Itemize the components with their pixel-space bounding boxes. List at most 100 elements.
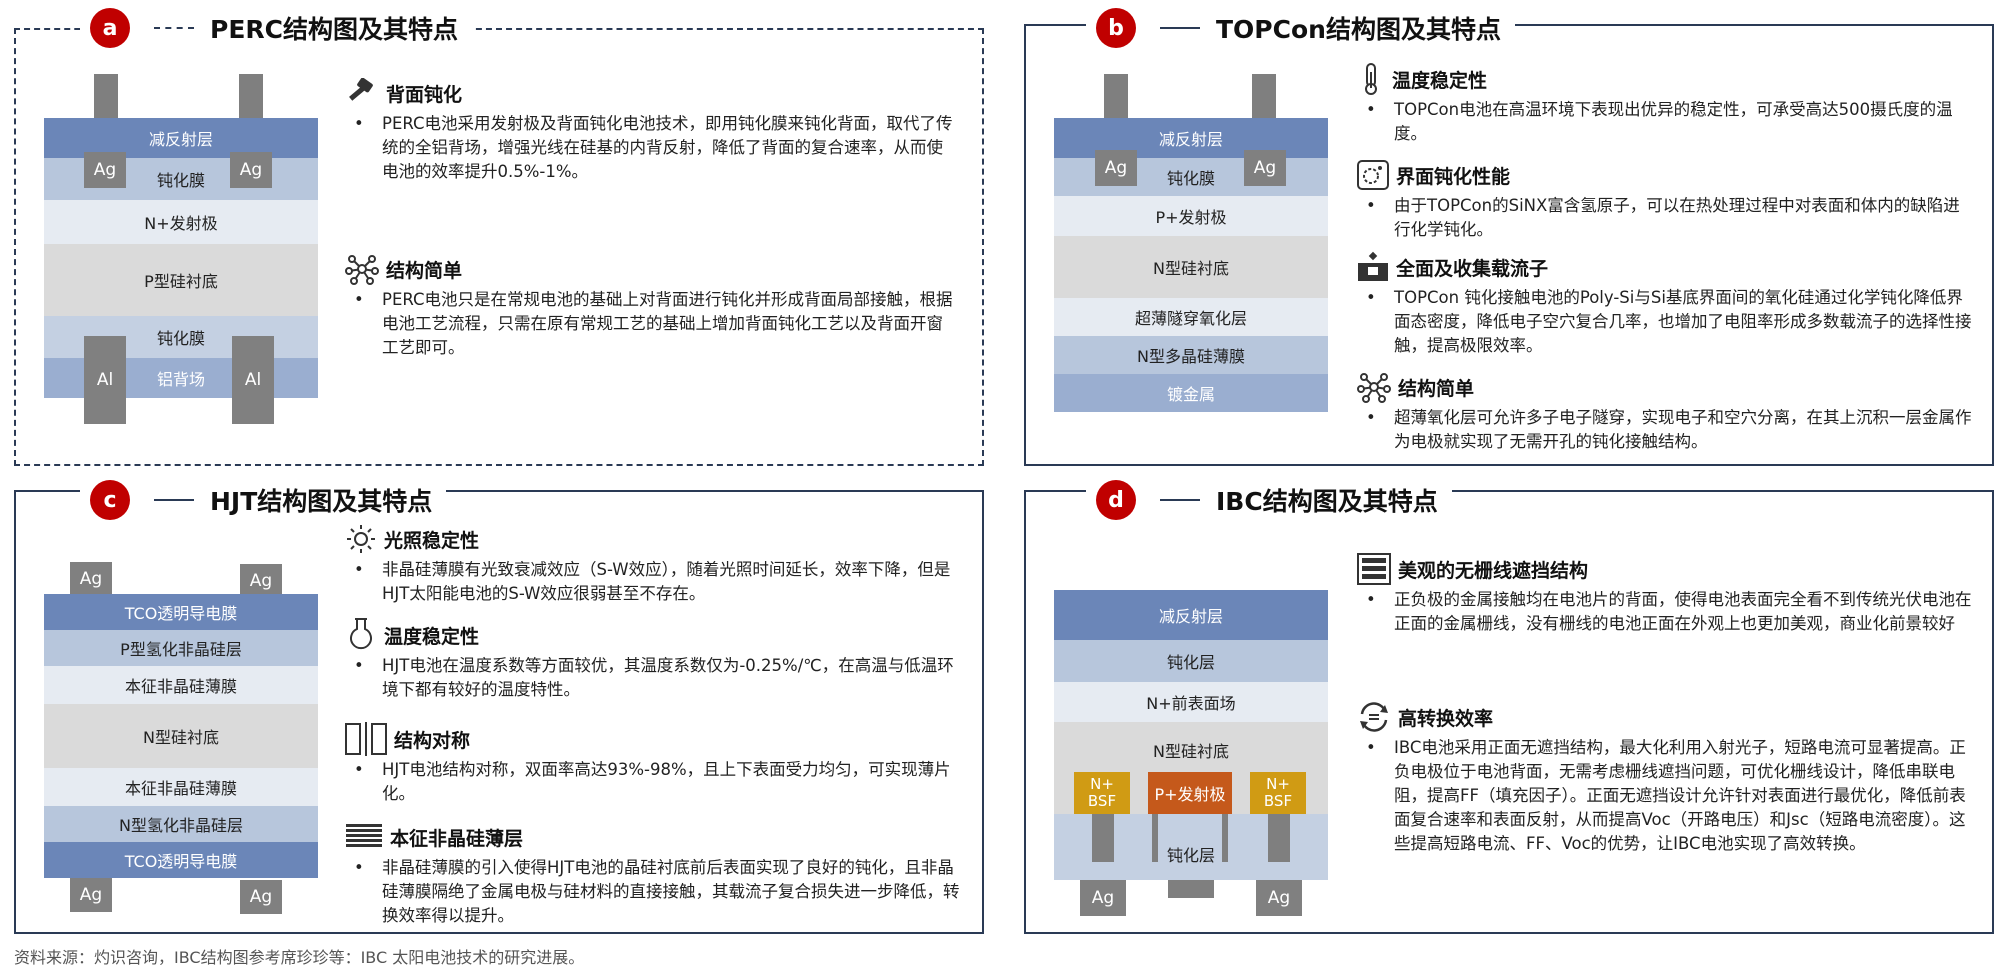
panel-badge-a: a bbox=[90, 8, 130, 48]
feature-title: 高转换效率 bbox=[1398, 707, 1494, 730]
rear-contact bbox=[1222, 814, 1228, 862]
layer-passivation: 钝化层 bbox=[1054, 640, 1328, 682]
layer-arc: 减反射层 bbox=[1054, 590, 1328, 640]
topcon-feature-4: 结构简单 •超薄氧化层可允许多子电子隧穿，实现电子和空穴分离，在其上沉积一层金属… bbox=[1356, 370, 1976, 454]
feature-text: HJT电池结构对称，双面率高达93%-98%，且上下表面受力均匀，可实现薄片化。 bbox=[382, 760, 951, 803]
layer-substrate: P型硅衬底 bbox=[44, 244, 318, 316]
feature-text: 非晶硅薄膜的引入使得HJT电池的晶硅衬底前后表面实现了良好的钝化，且非晶硅薄膜隔… bbox=[382, 858, 960, 925]
panel-badge-d: d bbox=[1096, 480, 1136, 520]
layer-tco-top: TCO透明导电膜 bbox=[44, 594, 318, 630]
layer-i-asi-bottom: 本征非晶硅薄膜 bbox=[44, 768, 318, 806]
ibc-feature-2: 高转换效率 • IBC电池采用正面无遮挡结构，最大化利用入射光子，短路电流可显著提… bbox=[1356, 700, 1976, 856]
collect-icon bbox=[1358, 251, 1388, 281]
source-note: 资料来源：灼识咨询，IBC结构图参考席珍珍等：IBC 太阳电池技术的研究进展。 bbox=[14, 948, 585, 967]
panel-title-a: PERC结构图及其特点 bbox=[210, 15, 458, 44]
layer-substrate: N型硅衬底 bbox=[1054, 236, 1328, 298]
feature-title: 结构简单 bbox=[1398, 377, 1475, 400]
feature-title: 全面及收集载流子 bbox=[1396, 257, 1549, 280]
layer-i-asi-top: 本征非晶硅薄膜 bbox=[44, 666, 318, 704]
ibc-feature-1: 美观的无栅线遮挡结构 • 正负极的金属接触均在电池片的背面，使得电池表面完全看不到… bbox=[1356, 552, 1976, 636]
ag-electrode: Ag bbox=[240, 564, 282, 598]
topcon-feature-1: 温度稳定性 • TOPCon电池在高温环境下表现出优异的稳定性，可承受高达500摄… bbox=[1356, 62, 1976, 146]
substrate-label: N型硅衬底 bbox=[1153, 742, 1229, 761]
ag-electrode: Ag bbox=[1095, 150, 1137, 186]
front-finger bbox=[94, 74, 118, 120]
layer-metal: 镀金属 bbox=[1054, 374, 1328, 412]
title-divider bbox=[1160, 499, 1200, 501]
ag-electrode: Ag bbox=[70, 878, 112, 912]
front-finger bbox=[239, 74, 263, 120]
panel-badge-c: c bbox=[90, 480, 130, 520]
rear-contact bbox=[1268, 814, 1290, 862]
layer-substrate: N型硅衬底 bbox=[44, 704, 318, 768]
ag-electrode: Ag bbox=[1080, 880, 1126, 916]
bullet-dot: • bbox=[1366, 100, 1376, 119]
n-bsf-label: N+ BSF bbox=[1263, 775, 1293, 810]
hammer-icon bbox=[349, 78, 373, 101]
layer-n-asi: N型氢化非晶硅层 bbox=[44, 806, 318, 842]
feature-text: 正负极的金属接触均在电池片的背面，使得电池表面完全看不到传统光伏电池在正面的金属… bbox=[1394, 590, 1972, 633]
bullet-dot: • bbox=[354, 858, 364, 877]
title-divider bbox=[154, 499, 194, 501]
panel-ibc-title: d IBC结构图及其特点 bbox=[1086, 478, 1452, 522]
layer-emitter: N+发射极 bbox=[44, 200, 318, 244]
layer-fsf: N+前表面场 bbox=[1054, 682, 1328, 722]
ag-electrode: Ag bbox=[1256, 880, 1302, 916]
hjt-feature-2: 温度稳定性 •HJT电池在温度系数等方面较优，其温度系数仅为-0.25%/℃，在… bbox=[344, 618, 964, 702]
front-finger bbox=[1252, 74, 1276, 120]
bullet-dot: • bbox=[354, 560, 364, 579]
rear-passivation-label: 钝化层 bbox=[1166, 846, 1215, 865]
interface-icon bbox=[1357, 160, 1389, 190]
al-electrode: Al bbox=[84, 336, 126, 424]
feature-text: PERC电池只是在常规电池的基础上对背面进行钝化并形成背面局部接触，根据电池工艺… bbox=[382, 290, 953, 357]
hjt-feature-3: 结构对称 •HJT电池结构对称，双面率高达93%-98%，且上下表面受力均匀，可… bbox=[344, 722, 964, 806]
perc-feature-1: 背面钝化 •PERC电池采用发射极及背面钝化电池技术，即用钝化膜来钝化背面，取代… bbox=[344, 76, 954, 184]
bullet-dot: • bbox=[1366, 738, 1376, 757]
network-icon bbox=[345, 255, 379, 285]
ag-electrode: Ag bbox=[240, 880, 282, 914]
hjt-feature-4: 本征非晶硅薄层 • 非晶硅薄膜的引入使得HJT电池的晶硅衬底前后表面实现了良好的钝… bbox=[344, 820, 964, 928]
feature-text: IBC电池采用正面无遮挡结构，最大化利用入射光子，短路电流可显著提高。正负电极位… bbox=[1394, 738, 1966, 853]
feature-title: 光照稳定性 bbox=[384, 529, 480, 552]
feature-title: 温度稳定性 bbox=[384, 625, 480, 648]
feature-title: 温度稳定性 bbox=[1392, 69, 1488, 92]
panel-title-d: IBC结构图及其特点 bbox=[1216, 487, 1438, 516]
panel-title-c: HJT结构图及其特点 bbox=[210, 487, 433, 516]
layer-poly-si: N型多晶硅薄膜 bbox=[1054, 336, 1328, 374]
feature-text: 非晶硅薄膜有光致衰减效应（S-W效应），随着光照时间延长，效率下降，但是HJT太… bbox=[382, 560, 951, 603]
bullet-dot: • bbox=[354, 290, 364, 309]
network-icon bbox=[1357, 373, 1391, 403]
n-bsf-region: N+ BSF bbox=[1250, 772, 1306, 814]
bullet-dot: • bbox=[354, 114, 364, 133]
panel-badge-b: b bbox=[1096, 8, 1136, 48]
flask-icon bbox=[350, 618, 372, 650]
feature-text: TOPCon 钝化接触电池的Poly-Si与Si基底界面间的氧化硅通过化学钝化降… bbox=[1394, 288, 1972, 355]
feature-title: 美观的无栅线遮挡结构 bbox=[1398, 559, 1589, 582]
feature-text: TOPCon电池在高温环境下表现出优异的稳定性，可承受高达500摄氏度的温度。 bbox=[1394, 100, 1953, 143]
feature-title: 结构对称 bbox=[394, 729, 471, 752]
ag-electrode: Ag bbox=[70, 562, 112, 596]
rear-contact bbox=[1152, 814, 1158, 862]
title-divider bbox=[154, 27, 194, 29]
perc-feature-2: 结构简单 •PERC电池只是在常规电池的基础上对背面进行钝化并形成背面局部接触，… bbox=[344, 252, 954, 360]
sun-icon bbox=[347, 525, 375, 553]
layer-p-asi: P型氢化非晶硅层 bbox=[44, 630, 318, 666]
feature-title: 本征非晶硅薄层 bbox=[390, 827, 524, 850]
ag-electrode: Ag bbox=[1244, 150, 1286, 186]
rear-busbar bbox=[1168, 880, 1214, 898]
ag-electrode: Ag bbox=[84, 152, 126, 188]
rear-contact bbox=[1092, 814, 1114, 862]
cycle-icon bbox=[1360, 702, 1388, 732]
n-bsf-label: N+ BSF bbox=[1087, 775, 1117, 810]
ag-electrode: Ag bbox=[230, 152, 272, 188]
layer-tunnel-oxide: 超薄隧穿氧化层 bbox=[1054, 298, 1328, 336]
feature-title: 界面钝化性能 bbox=[1396, 165, 1511, 188]
panel-hjt-title: c HJT结构图及其特点 bbox=[80, 478, 447, 522]
layers-icon bbox=[346, 824, 382, 847]
title-divider bbox=[1160, 27, 1200, 29]
layer-emitter: P+发射极 bbox=[1054, 196, 1328, 236]
feature-text: PERC电池采用发射极及背面钝化电池技术，即用钝化膜来钝化背面，取代了传统的全铝… bbox=[382, 114, 953, 181]
bullet-dot: • bbox=[1366, 408, 1376, 427]
bullet-dot: • bbox=[1366, 590, 1376, 609]
bullet-dot: • bbox=[1366, 196, 1376, 215]
